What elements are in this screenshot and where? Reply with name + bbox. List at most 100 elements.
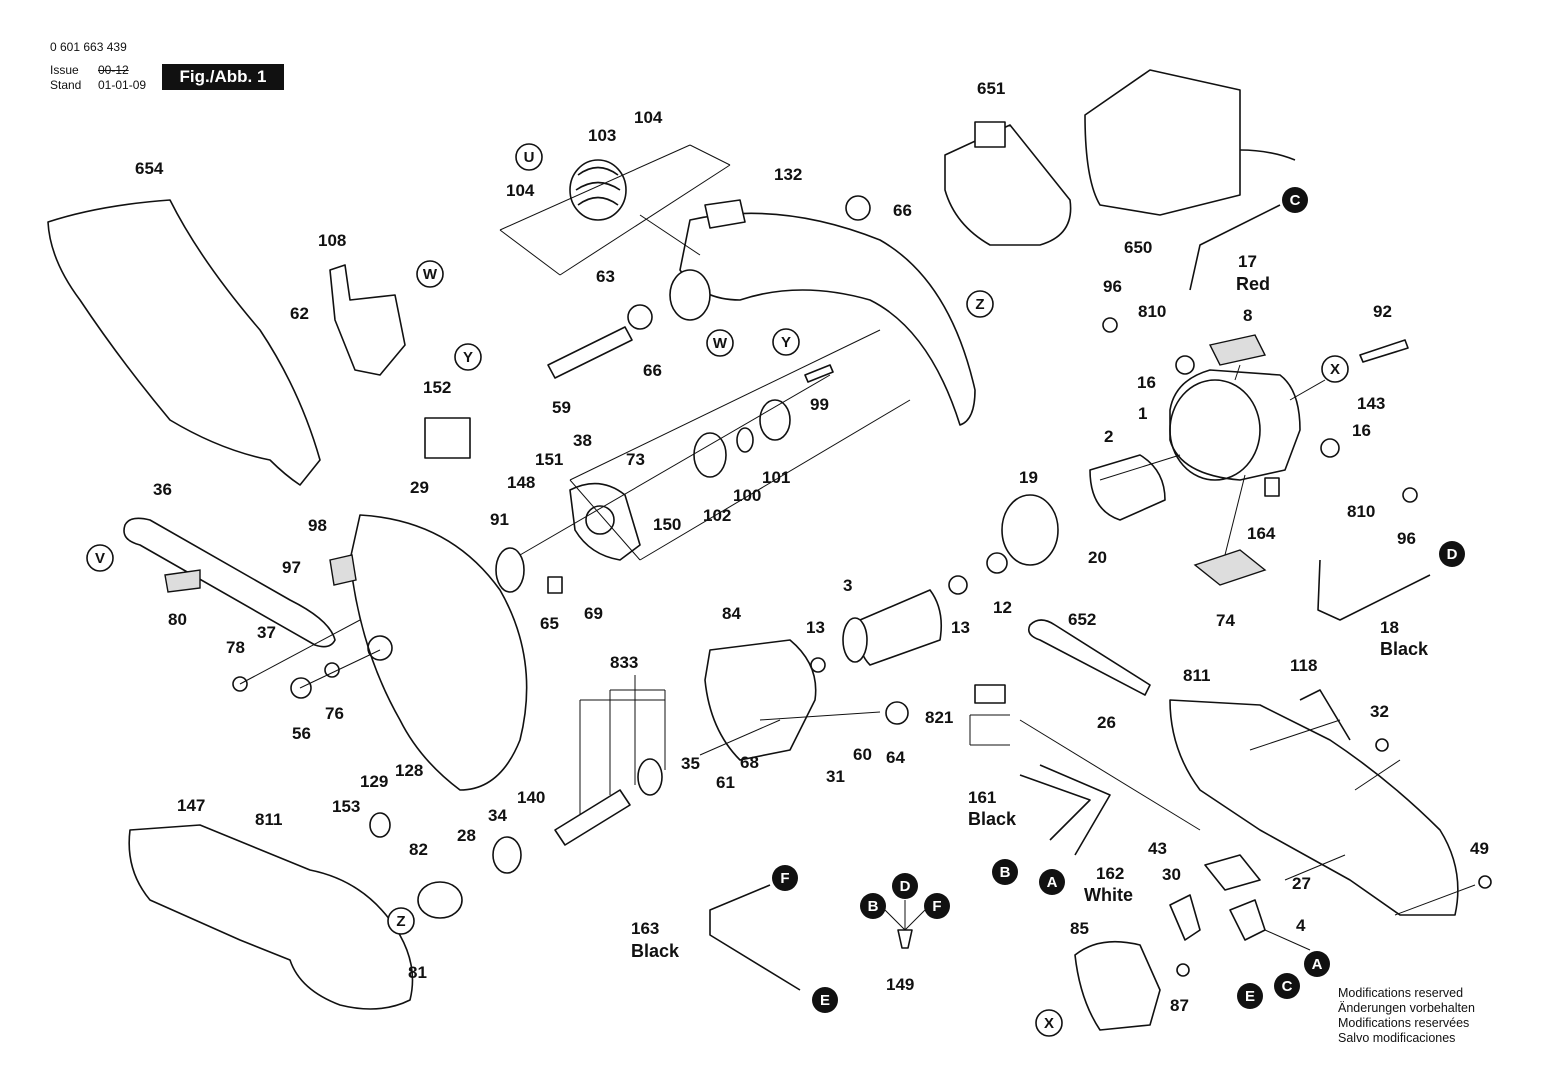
motor-housing-opening-drawing bbox=[1169, 379, 1261, 481]
nut-96b-drawing bbox=[1402, 487, 1418, 503]
connector-e-2: E bbox=[1237, 983, 1263, 1009]
connector-b-2: B bbox=[860, 893, 886, 919]
battery-terminal-drawing bbox=[974, 121, 1006, 148]
part-label-31: 31 bbox=[826, 767, 845, 786]
part-label-27: 27 bbox=[1292, 874, 1311, 893]
part-label-4: 4 bbox=[1296, 916, 1306, 935]
label-97-drawing bbox=[329, 554, 357, 586]
part-label-60: 60 bbox=[853, 745, 872, 764]
washer-66b-drawing bbox=[627, 304, 653, 330]
trigger-drawing bbox=[1204, 854, 1261, 891]
ring-drawing bbox=[495, 547, 525, 593]
part-label-63: 63 bbox=[596, 267, 615, 286]
lock-button-drawing bbox=[1169, 894, 1201, 941]
svg-text:W: W bbox=[713, 335, 728, 352]
svg-text:X: X bbox=[1044, 1015, 1054, 1032]
part-164-drawing bbox=[1264, 477, 1280, 497]
part-label-152: 152 bbox=[423, 378, 451, 397]
part-label-61: 61 bbox=[716, 773, 735, 792]
part-label-82: 82 bbox=[409, 840, 428, 859]
part-label-96b: 96 bbox=[1397, 529, 1416, 548]
cord-17-drawing bbox=[1189, 204, 1281, 291]
connector-f-2: F bbox=[924, 893, 950, 919]
motor-housing-drawing bbox=[1169, 369, 1301, 481]
part-label-150: 150 bbox=[653, 515, 681, 534]
part-65-drawing bbox=[547, 576, 563, 594]
handle-half-left-drawing bbox=[128, 824, 414, 1010]
bearing-16b-drawing bbox=[1320, 438, 1340, 458]
bearing-129-drawing bbox=[369, 812, 391, 838]
spring-coil-drawing bbox=[575, 166, 621, 206]
part-label-3: 3 bbox=[843, 576, 852, 595]
upper-guard-nozzle-drawing bbox=[704, 199, 746, 229]
connector-z-2: Z bbox=[387, 907, 415, 935]
part-label-78: 78 bbox=[226, 638, 245, 657]
part-label-29: 29 bbox=[410, 478, 429, 497]
flange-plate-drawing bbox=[569, 482, 641, 561]
issue-value: 00-12 bbox=[98, 63, 129, 77]
part-label-74: 74 bbox=[1216, 611, 1235, 630]
part-label-811: 811 bbox=[1183, 666, 1210, 685]
part-label-128: 128 bbox=[395, 761, 423, 780]
part-label-164: 164 bbox=[1247, 524, 1276, 543]
screw-49-drawing bbox=[1478, 875, 1492, 889]
connector-x-2: X bbox=[1035, 1009, 1063, 1037]
part-label-810b: 810 bbox=[1347, 502, 1375, 521]
svg-text:C: C bbox=[1290, 192, 1301, 209]
switch-drawing bbox=[1229, 899, 1266, 941]
part-label-35: 35 bbox=[681, 754, 700, 773]
connector-u: U bbox=[515, 143, 543, 171]
svg-text:A: A bbox=[1312, 956, 1323, 973]
part-label-84: 84 bbox=[722, 604, 741, 623]
part-label-37: 37 bbox=[257, 623, 276, 642]
connector-d-2: D bbox=[892, 873, 918, 899]
part-label-68: 68 bbox=[740, 753, 759, 772]
part-label-12: 12 bbox=[993, 598, 1012, 617]
battery-drawing bbox=[944, 124, 1072, 246]
part-label-76: 76 bbox=[325, 704, 344, 723]
wire-label-black-18: Black bbox=[1380, 639, 1429, 659]
connector-w-2: W bbox=[706, 329, 734, 357]
armature-drawing bbox=[857, 589, 943, 666]
part-label-16b: 16 bbox=[1352, 421, 1371, 440]
connector-y-2: Y bbox=[772, 328, 800, 356]
part-label-651: 651 bbox=[977, 79, 1005, 98]
part-label-650: 650 bbox=[1124, 238, 1152, 257]
part-label-38: 38 bbox=[573, 431, 592, 450]
part-label-91: 91 bbox=[490, 510, 509, 529]
washer-101-drawing bbox=[759, 399, 791, 441]
connector-e-1: E bbox=[812, 987, 838, 1013]
part-label-49: 49 bbox=[1470, 839, 1489, 858]
part-label-102: 102 bbox=[703, 506, 731, 525]
notice-fr: Modifications reservées bbox=[1338, 1016, 1470, 1030]
part-149-drawing bbox=[897, 929, 913, 949]
part-label-132: 132 bbox=[774, 165, 802, 184]
svg-text:F: F bbox=[780, 870, 789, 887]
part-label-98: 98 bbox=[308, 516, 327, 535]
svg-text:U: U bbox=[524, 149, 535, 166]
part-label-100: 100 bbox=[733, 486, 761, 505]
part-64-drawing bbox=[885, 701, 909, 725]
part-label-162: 162 bbox=[1096, 864, 1124, 883]
svg-text:Y: Y bbox=[781, 334, 791, 351]
screw-87-drawing bbox=[1176, 963, 1190, 977]
switch-cover-drawing bbox=[1074, 940, 1161, 1031]
svg-text:B: B bbox=[1000, 864, 1011, 881]
part-label-104: 104 bbox=[634, 108, 663, 127]
part-label-34: 34 bbox=[488, 806, 507, 825]
screw-92-drawing bbox=[1359, 339, 1409, 363]
part-label-59: 59 bbox=[552, 398, 571, 417]
part-label-96: 96 bbox=[1103, 277, 1122, 296]
gear-housing-drawing bbox=[704, 639, 817, 761]
svg-text:Y: Y bbox=[463, 349, 473, 366]
flange-82-drawing bbox=[417, 881, 463, 919]
stand-value: 01-01-09 bbox=[98, 78, 147, 92]
part-label-66: 66 bbox=[893, 201, 912, 220]
part-number: 0 601 663 439 bbox=[50, 40, 127, 54]
part-label-147: 147 bbox=[177, 796, 205, 815]
charger-cord-drawing bbox=[1239, 149, 1296, 161]
wire-label-red: Red bbox=[1236, 274, 1270, 294]
wire-label-black-161: Black bbox=[968, 809, 1017, 829]
cord-163-drawing bbox=[709, 884, 801, 991]
washer-100-drawing bbox=[736, 427, 754, 453]
